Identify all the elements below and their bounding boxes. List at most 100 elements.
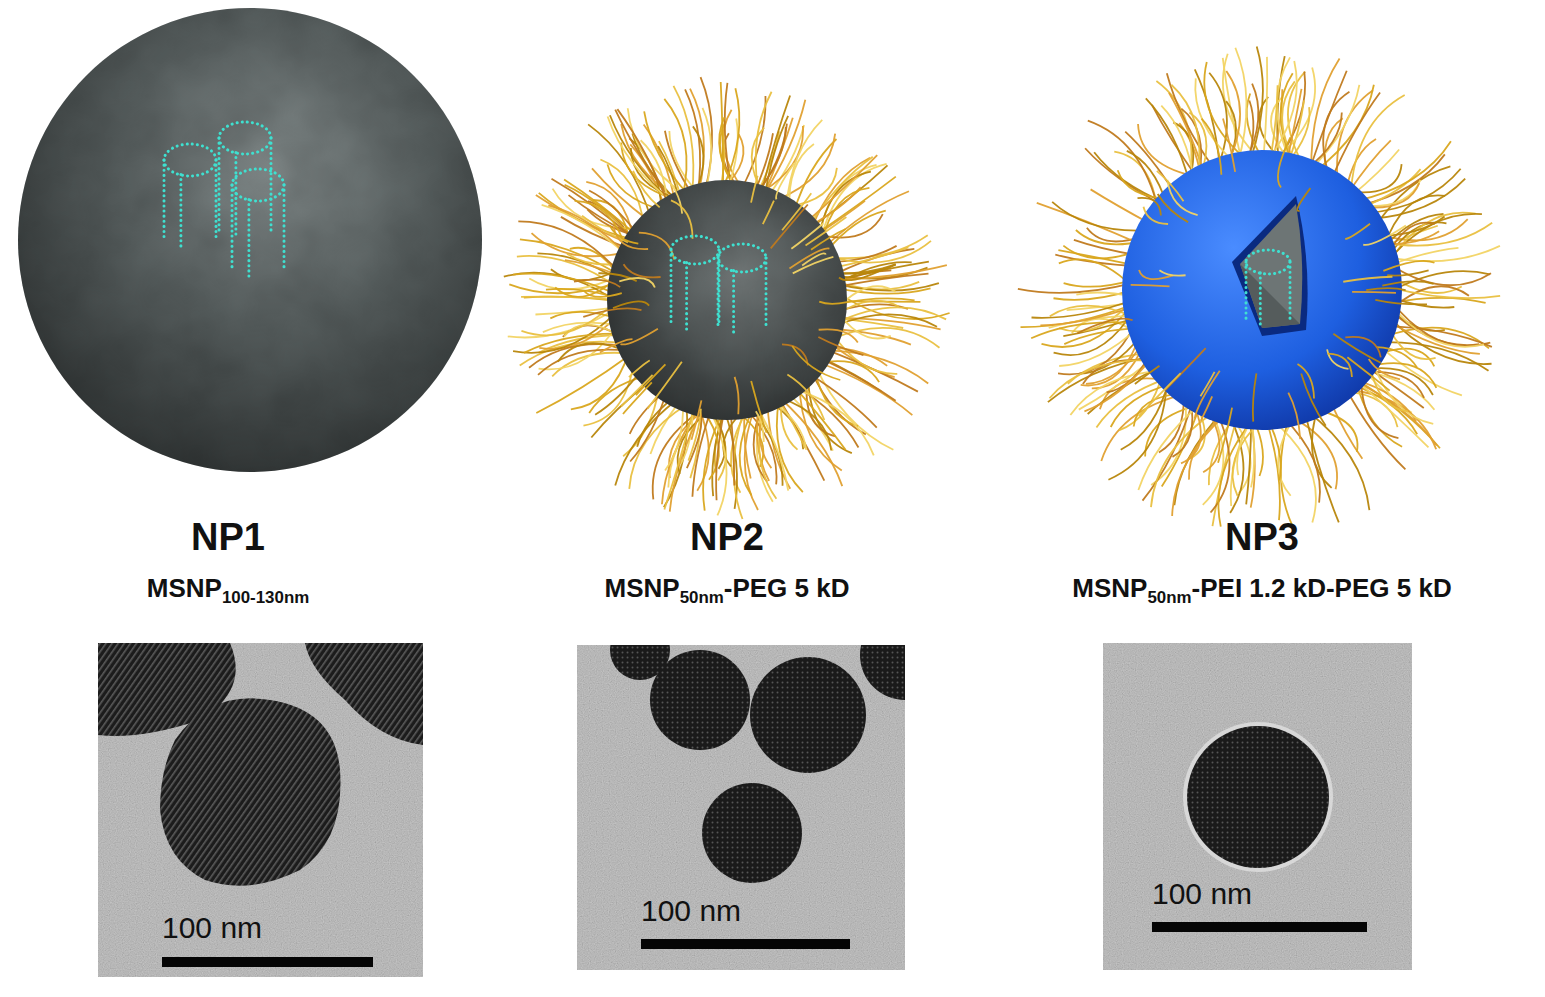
- peg-chains: [574, 163, 885, 468]
- pore-wall: [247, 199, 250, 276]
- peg-chain: [1059, 259, 1133, 287]
- peg-chain: [1359, 154, 1444, 205]
- peg-chain: [552, 179, 635, 240]
- particle-formula: -PEI 1.2 kD-PEG 5 kD: [1192, 573, 1452, 603]
- peg-chain: [802, 253, 826, 265]
- np1-sphere: [18, 8, 482, 472]
- peg-chain: [1387, 270, 1428, 275]
- peg-chain: [1084, 357, 1152, 411]
- peg-chain: [1040, 306, 1134, 325]
- peg-chain: [819, 329, 858, 342]
- particle-caption: NP2: [690, 517, 764, 559]
- peg-chain: [833, 248, 909, 268]
- pore-wall: [163, 160, 166, 240]
- peg-chain: [1202, 119, 1222, 175]
- illustration-part: [607, 180, 847, 420]
- peg-chain: [1032, 300, 1134, 318]
- peg-chain: [816, 177, 896, 235]
- peg-chain: [709, 409, 726, 516]
- peg-chain: [1204, 62, 1248, 162]
- pore-wall: [732, 271, 735, 334]
- peg-chain: [688, 409, 700, 461]
- peg-chain: [1052, 202, 1148, 231]
- np3-sphere: [1122, 150, 1402, 430]
- pore-wall: [765, 258, 768, 328]
- illustration-part: [610, 645, 670, 680]
- illustration-part: [577, 645, 905, 970]
- peg-chain: [1053, 290, 1133, 300]
- peg-chain: [776, 163, 794, 199]
- tem-panel: [577, 645, 905, 970]
- pore-wall: [1245, 262, 1248, 322]
- peg-chain: [786, 120, 822, 207]
- illustration-part: [607, 180, 847, 420]
- illustration-part: [1152, 922, 1367, 932]
- peg-chain: [821, 358, 896, 400]
- peg-chain: [1283, 417, 1320, 503]
- illustration-part: [1232, 196, 1308, 336]
- peg-chain: [1307, 411, 1370, 510]
- peg-chain: [1138, 403, 1201, 490]
- peg-chain: [1288, 393, 1300, 440]
- pore-top: [671, 236, 719, 264]
- pore-top: [718, 244, 766, 272]
- tem-image: 100 nm: [577, 645, 905, 970]
- peg-chain: [1218, 408, 1232, 463]
- particle-caption: MSNP50nm-PEI 1.2 kD-PEG 5 kD: [1072, 574, 1451, 608]
- illustration-part: [702, 783, 802, 883]
- peg-chain: [716, 410, 724, 500]
- pore-channels: [164, 122, 1290, 334]
- peg-chain: [1305, 411, 1339, 522]
- peg-chain: [1161, 106, 1194, 181]
- pore-wall: [283, 185, 286, 270]
- peg-chain: [828, 241, 931, 263]
- particle-caption: MSNP100-130nm: [147, 574, 309, 608]
- illustration-part: [1103, 643, 1412, 970]
- pore-wall: [179, 174, 182, 246]
- peg-chain: [1331, 93, 1380, 182]
- peg-chain: [1371, 358, 1433, 424]
- scale-bar-label: 100 nm: [641, 896, 741, 926]
- peg-chain: [1157, 171, 1184, 201]
- np2-sphere: [607, 180, 847, 420]
- peg-chain: [703, 108, 712, 192]
- peg-chain: [571, 351, 629, 409]
- peg-chain: [538, 350, 629, 375]
- illustration-part: [1103, 643, 1412, 970]
- peg-chain: [1314, 85, 1374, 172]
- peg-chain: [1223, 118, 1235, 172]
- peg-chains: [1018, 47, 1500, 527]
- peg-chain: [529, 344, 627, 368]
- peg-chain: [789, 248, 829, 268]
- peg-chain: [1139, 373, 1181, 416]
- peg-chain: [621, 375, 652, 407]
- peg-chain: [751, 176, 758, 203]
- peg-chain: [648, 362, 682, 409]
- illustration-part: [577, 645, 905, 970]
- peg-chain: [1366, 288, 1405, 290]
- peg-chain: [1354, 381, 1437, 446]
- peg-chain: [1135, 366, 1160, 384]
- peg-chain: [608, 117, 674, 204]
- peg-chain: [1195, 69, 1220, 168]
- peg-chain: [1195, 371, 1220, 419]
- peg-chain: [1297, 188, 1310, 211]
- peg-chain: [799, 383, 841, 470]
- peg-chain: [1171, 85, 1199, 179]
- peg-chain: [1064, 328, 1139, 344]
- peg-chain: [1382, 281, 1433, 285]
- peg-chain: [574, 280, 620, 288]
- pore-wall: [717, 258, 720, 328]
- peg-chain: [822, 188, 870, 244]
- peg-chain: [727, 118, 738, 189]
- pore-top: [164, 144, 216, 176]
- peg-chain: [624, 264, 661, 277]
- illustration-part: [98, 643, 423, 977]
- peg-chain: [1369, 359, 1400, 379]
- peg-chain: [1287, 89, 1302, 164]
- pore-top: [219, 122, 271, 154]
- peg-chain: [1268, 61, 1297, 161]
- illustration-part: [18, 8, 482, 472]
- peg-chain: [633, 171, 660, 208]
